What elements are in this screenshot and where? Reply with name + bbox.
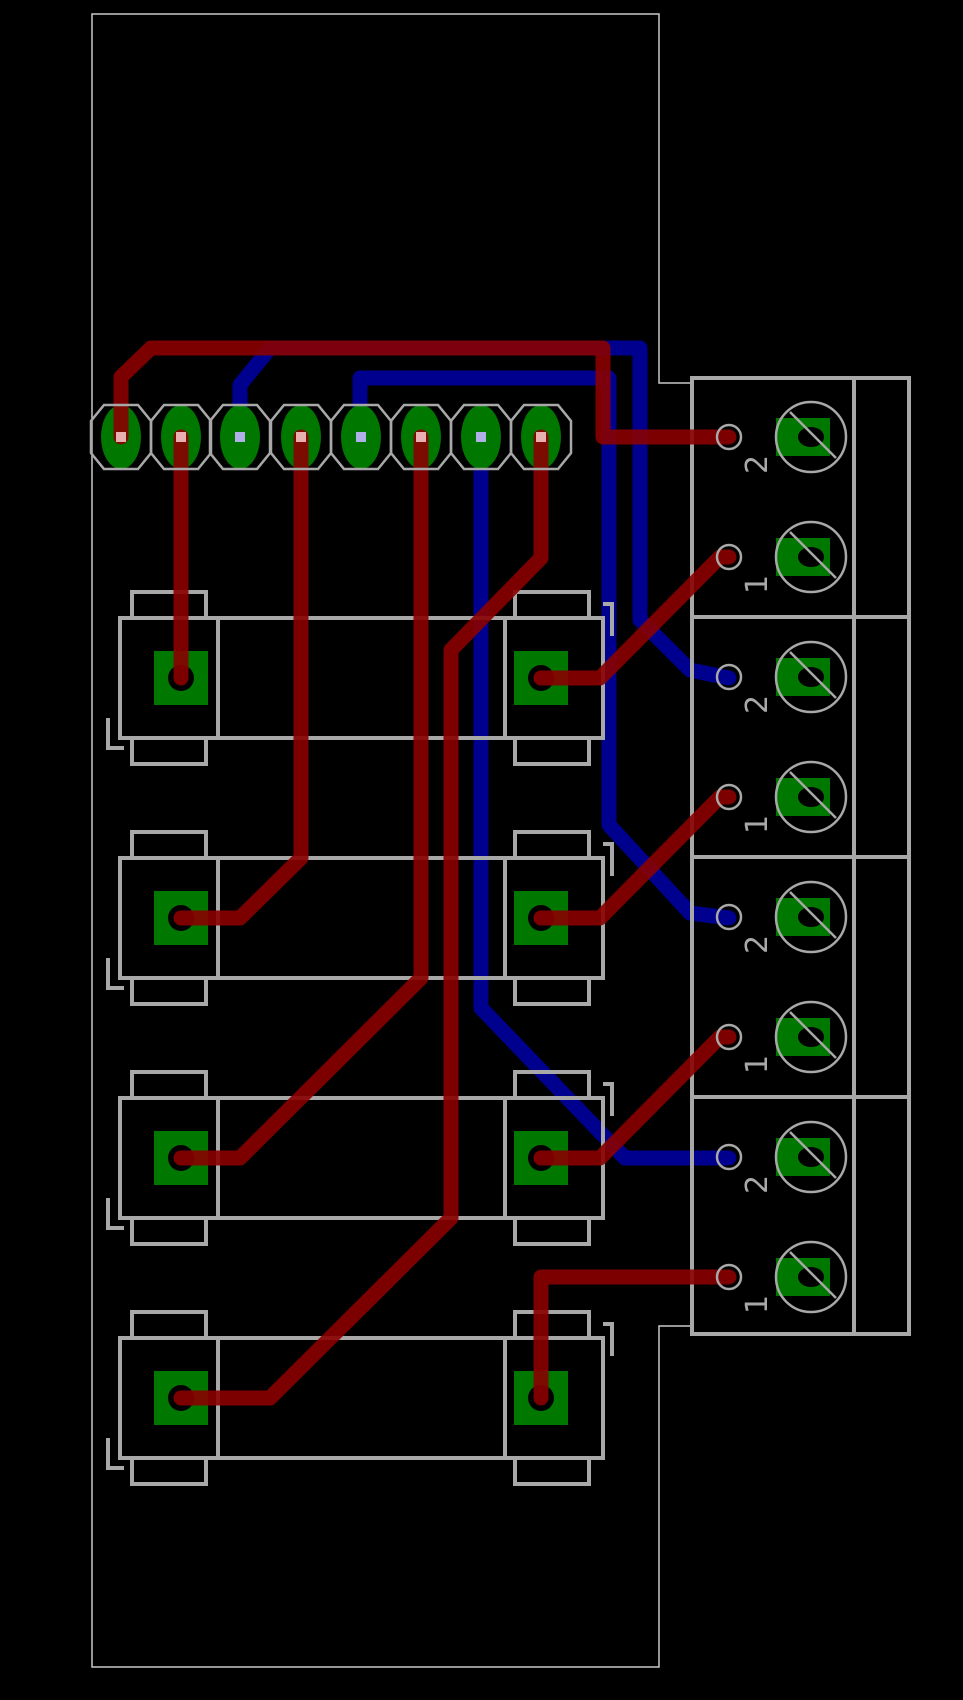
trace-top-t2 <box>533 789 737 926</box>
terminal-label: 2 <box>740 1175 775 1194</box>
trace-top-t1 <box>533 549 737 686</box>
via-pin1 <box>116 432 126 442</box>
trace-top-pin6 <box>173 429 429 1166</box>
header-silkscreen <box>89 403 573 471</box>
terminal-screws <box>715 400 848 1314</box>
via-pin7 <box>476 432 486 442</box>
component-4 <box>106 1310 614 1486</box>
trace-bottom-pin5 <box>352 370 737 926</box>
top-layer-traces <box>113 340 737 1406</box>
terminal-label: 1 <box>740 1055 775 1074</box>
terminal-label: 2 <box>740 935 775 954</box>
terminal-label: 2 <box>740 695 775 714</box>
via-pin8 <box>536 432 546 442</box>
via-pin5 <box>356 432 366 442</box>
component-footprints <box>106 590 614 1486</box>
terminal-label: 1 <box>740 575 775 594</box>
trace-top-t3 <box>533 1029 737 1166</box>
trace-bottom-pin7 <box>473 429 737 1166</box>
terminal-label: 1 <box>740 1295 775 1314</box>
terminal-label: 1 <box>740 815 775 834</box>
trace-top-pin4 <box>173 429 309 926</box>
terminal-holes <box>798 427 824 1287</box>
header-vias <box>116 432 546 442</box>
via-pin4 <box>296 432 306 442</box>
via-pin3 <box>235 432 245 442</box>
terminal-blocks <box>690 376 911 1336</box>
terminal-labels: 2 1 2 1 2 1 2 1 <box>740 455 775 1314</box>
trace-top-pin8 <box>173 429 549 1406</box>
trace-top-pin1 <box>113 340 737 445</box>
via-pin2 <box>176 432 186 442</box>
terminal-label: 2 <box>740 455 775 474</box>
via-pin6 <box>416 432 426 442</box>
trace-top-t4 <box>533 1269 737 1406</box>
